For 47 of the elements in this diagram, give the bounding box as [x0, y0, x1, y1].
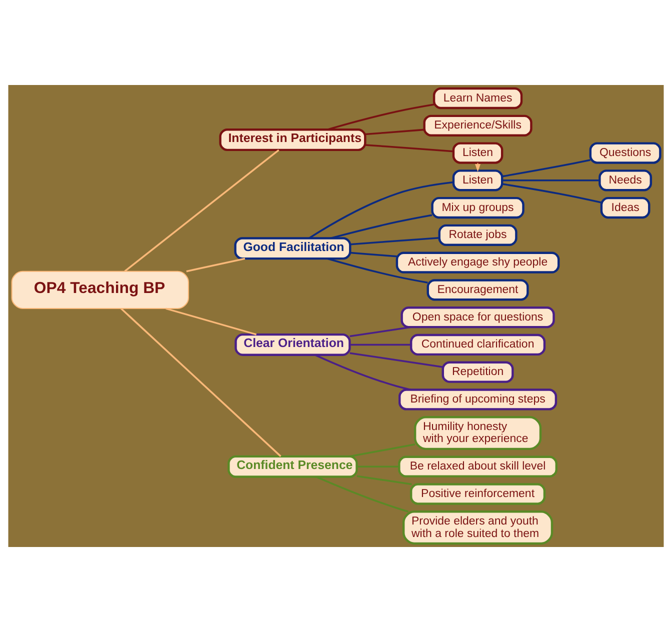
connector	[350, 326, 412, 338]
connector	[120, 308, 282, 457]
node-box: Actively engage shy people	[396, 252, 560, 274]
connector	[502, 183, 602, 204]
connector	[502, 159, 590, 178]
connector	[350, 344, 411, 346]
node-box: Positive reinforcement	[410, 483, 546, 505]
connector	[327, 104, 434, 130]
connector	[166, 308, 257, 336]
connector	[365, 128, 424, 136]
connector	[124, 149, 280, 272]
connector	[314, 354, 411, 391]
connector	[316, 476, 408, 512]
node-box: Continued clarification	[410, 334, 546, 356]
node-box: Open space for questions	[400, 306, 555, 328]
node-box: Clear Orientation	[234, 333, 351, 356]
arrow	[475, 162, 481, 172]
connector	[356, 475, 412, 486]
node-box: Interest in Participants	[219, 128, 366, 152]
node-box: Needs	[598, 170, 652, 192]
node-box: Questions	[589, 142, 662, 164]
node-box: Learn Names	[432, 87, 523, 110]
node-box: Experience/Skills	[423, 114, 532, 136]
node-box: Encouragement	[426, 279, 529, 301]
node-box: Be relaxed about skill level	[398, 456, 558, 478]
connector	[356, 466, 399, 468]
connector	[350, 352, 443, 368]
node-box: OP4 Teaching BP	[11, 270, 189, 310]
node-box: Provide elders and youth with a role suited to them	[402, 510, 554, 545]
connector	[350, 252, 397, 258]
connector	[502, 180, 600, 182]
connector	[327, 258, 428, 284]
node-box: Humility honesty with your experience	[414, 416, 542, 450]
node-box: Briefing of upcoming steps	[398, 388, 558, 410]
connector	[350, 237, 440, 246]
connector	[330, 214, 432, 240]
node-box: Ideas	[600, 196, 650, 219]
node-box: Good Facilitation	[234, 237, 352, 260]
connector	[186, 258, 246, 272]
connector	[365, 144, 454, 152]
connector	[308, 181, 454, 239]
connector	[348, 444, 416, 458]
node-box: Confident Presence	[228, 455, 358, 478]
node-box: Repetition	[442, 361, 514, 383]
node-box: Mix up groups	[431, 196, 524, 219]
node-box: Listen	[452, 170, 504, 192]
node-box: Rotate jobs	[438, 224, 518, 246]
